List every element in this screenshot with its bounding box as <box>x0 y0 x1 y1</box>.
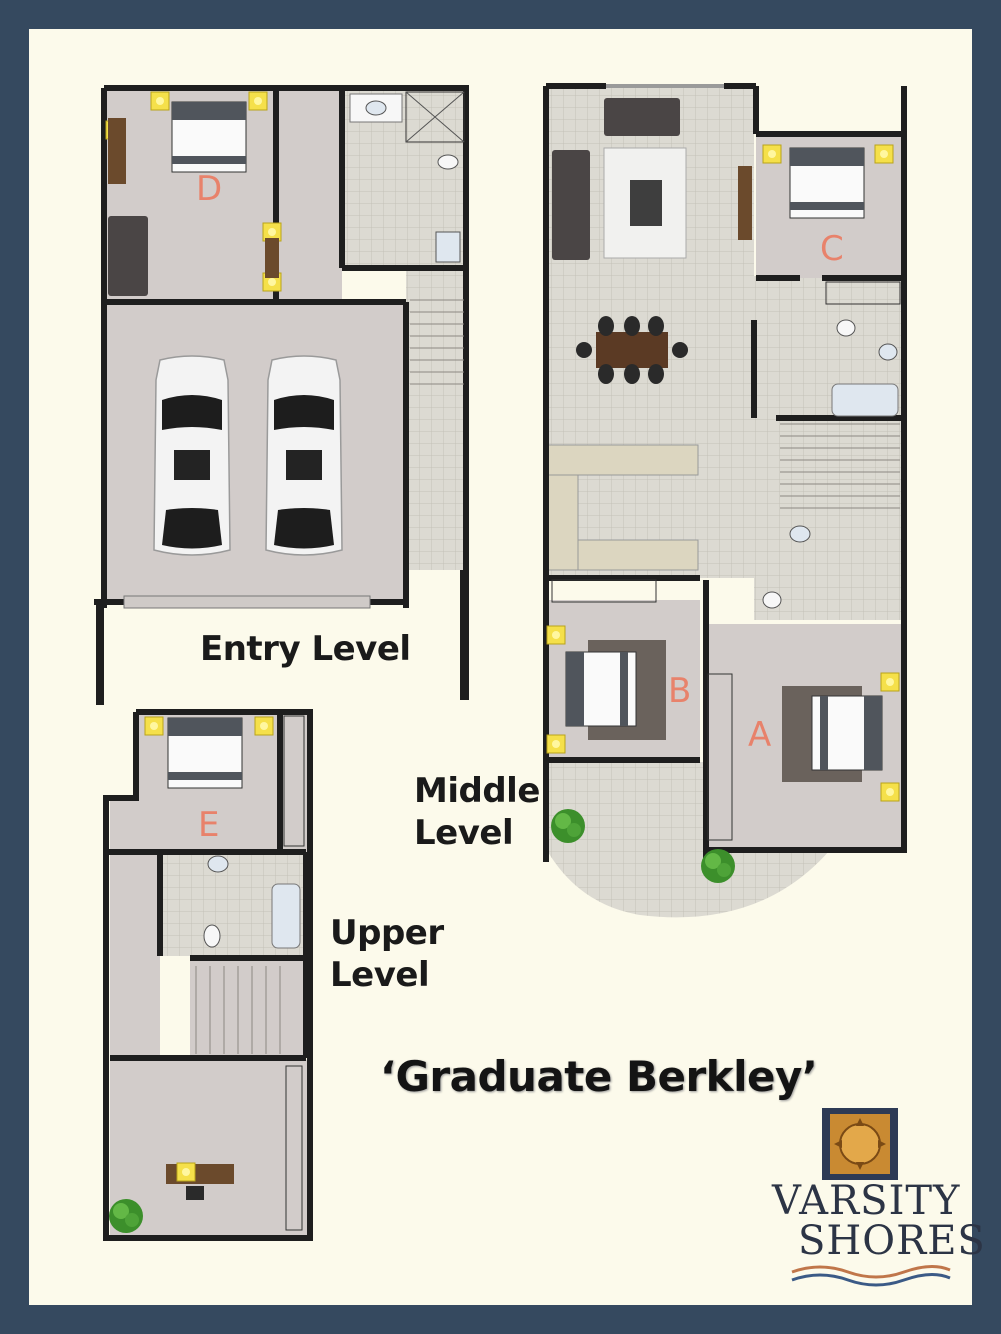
stairs-icon <box>780 423 900 509</box>
lamp-icon <box>546 734 566 754</box>
desk <box>166 1164 234 1184</box>
lamp-icon <box>762 144 782 164</box>
lamp-icon <box>880 672 900 692</box>
entry-level-label: Entry Level <box>200 629 411 669</box>
room-label-c: C <box>820 229 844 269</box>
sink-icon <box>878 343 898 361</box>
toilet-icon <box>762 591 782 609</box>
bed-icon <box>565 651 637 727</box>
loft <box>110 1060 308 1236</box>
toilet-icon <box>836 319 856 337</box>
bed-icon <box>789 147 865 219</box>
balcony <box>548 762 830 918</box>
brand-line2: SHORES <box>798 1218 986 1264</box>
lamp-icon <box>880 782 900 802</box>
plant-icon <box>109 1199 143 1233</box>
sofa-icon <box>552 150 590 260</box>
lamp-icon <box>248 91 268 111</box>
lamp-icon <box>874 144 894 164</box>
room-label-b: B <box>668 671 691 711</box>
lamp-icon <box>546 625 566 645</box>
upper-level: E <box>103 709 313 1241</box>
upper-level-label-line2: Level <box>330 955 430 995</box>
dining-table-icon <box>576 316 688 384</box>
middle-level: C B A <box>543 83 907 918</box>
bed-icon <box>171 101 247 173</box>
lamp-icon <box>254 716 274 736</box>
lamp-icon <box>176 1162 196 1182</box>
upper-level-label-line1: Upper <box>330 913 444 953</box>
stairs-icon <box>410 299 464 385</box>
sink-icon <box>207 855 229 873</box>
bed-icon <box>167 717 243 789</box>
room-label-a: A <box>748 715 771 755</box>
sink-icon <box>789 525 811 543</box>
desk <box>108 118 126 184</box>
room-label-e: E <box>198 805 219 845</box>
stairs-icon <box>195 966 281 1054</box>
sofa-icon <box>604 98 680 136</box>
plan-title: ‘Graduate Berkley’ <box>380 1052 818 1101</box>
middle-level-label-line1: Middle <box>414 771 540 811</box>
toilet-icon <box>203 924 221 948</box>
sun-logo-icon <box>791 1108 951 1287</box>
room-label-d: D <box>196 169 222 209</box>
middle-level-label-line2: Level <box>414 813 514 853</box>
lamp-icon <box>144 716 164 736</box>
brand-line1: VARSITY <box>772 1178 961 1224</box>
bed-icon <box>811 695 883 771</box>
sofa-icon <box>108 216 148 296</box>
car-icon <box>153 355 231 556</box>
garage <box>106 305 406 601</box>
plant-icon <box>701 849 735 883</box>
sink-icon <box>365 100 387 116</box>
car-icon <box>265 355 343 556</box>
plant-icon <box>551 809 585 843</box>
sink-icon <box>435 231 461 263</box>
bathtub-icon <box>831 383 899 417</box>
entry-level: D <box>94 85 469 705</box>
lamp-icon <box>150 91 170 111</box>
bathtub-icon <box>271 883 301 949</box>
toilet-icon <box>437 154 459 170</box>
